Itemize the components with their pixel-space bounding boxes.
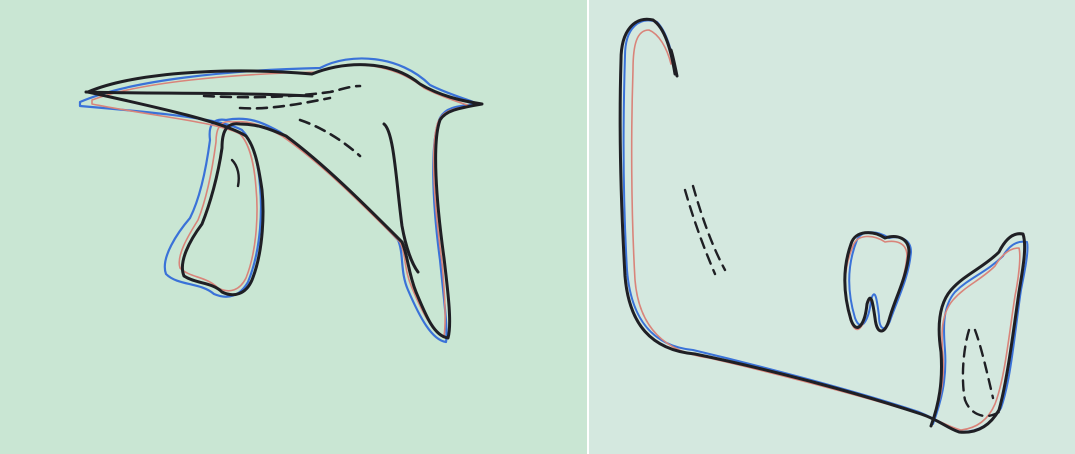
maxilla-panel: [0, 0, 587, 454]
mandible-tracing: [589, 0, 1075, 454]
mandible-panel: [589, 0, 1075, 454]
maxilla-tracing: [0, 0, 587, 454]
